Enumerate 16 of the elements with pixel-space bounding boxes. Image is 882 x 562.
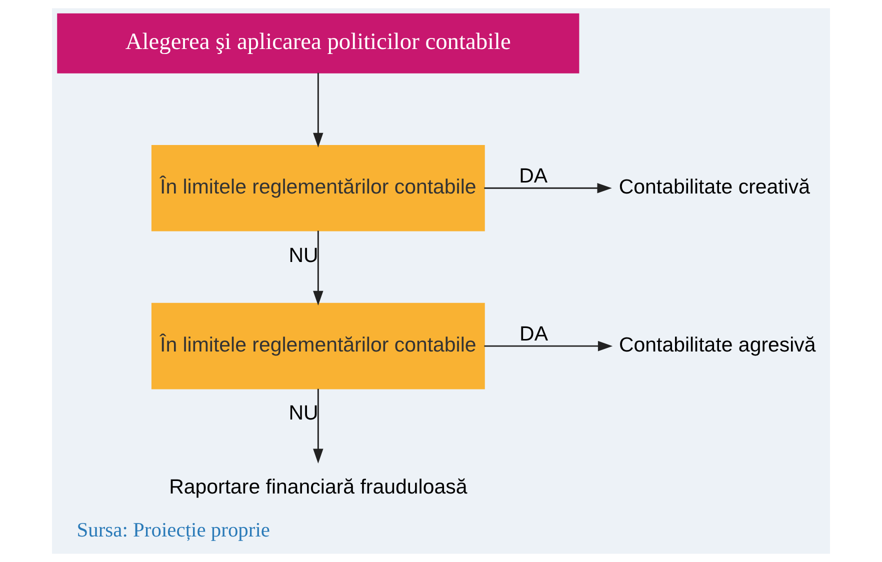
node-text: Contabilitate agresivă (618, 333, 816, 356)
caption: Sursa: Proiecție proprie (76, 519, 270, 542)
edge-label: DA (520, 322, 548, 346)
arrow (484, 340, 613, 352)
edge-label: DA (519, 164, 548, 188)
node-box: Alegerea şi aplicarea politicilor contabile (57, 13, 580, 74)
edge-label: NU (288, 401, 318, 424)
arrow (313, 388, 324, 464)
arrow (313, 230, 324, 306)
edge-label: NU (288, 244, 318, 267)
arrow (313, 72, 324, 148)
node-box: În limitele reglementărilor contabile (151, 302, 485, 390)
node-text: Contabilitate creativă (618, 176, 810, 199)
node-box: În limitele reglementărilor contabile (151, 145, 485, 232)
node-text: Raportare financiară frauduloasă (169, 475, 468, 498)
arrow (484, 183, 612, 194)
